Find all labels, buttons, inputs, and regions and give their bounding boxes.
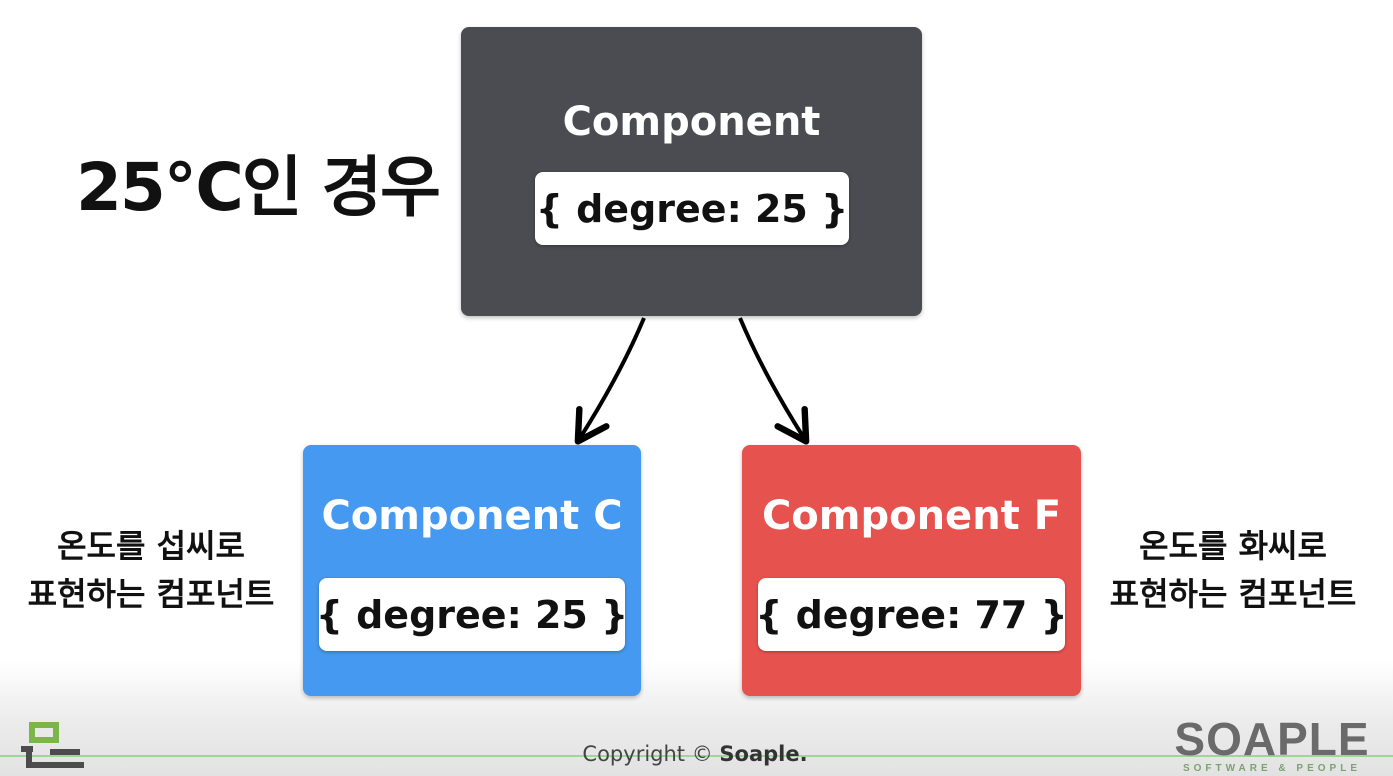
component-c-description: 온도를 섭씨로 표현하는 컴포넌트 (8, 522, 294, 618)
logo-wordmark: SOAPLE (1174, 713, 1370, 765)
soaple-logo: SOAPLE SOFTWARE & PEOPLE (1172, 713, 1372, 774)
component-c-description-line1: 온도를 섭씨로 (57, 527, 245, 565)
parent-component-node: Component { degree: 25 } (461, 27, 922, 316)
logo-tagline: SOFTWARE & PEOPLE (1182, 763, 1361, 774)
parent-component-state: { degree: 25 } (535, 172, 849, 245)
parent-component-title: Component (562, 99, 821, 145)
component-f-description-line2: 표현하는 컴포넌트 (1109, 575, 1357, 613)
arrow-to-component-f (738, 317, 810, 445)
component-c-node: Component C { degree: 25 } (303, 445, 641, 696)
component-c-description-line2: 표현하는 컴포넌트 (27, 575, 275, 613)
component-f-state: { degree: 77 } (755, 578, 1068, 651)
footer-divider (0, 755, 1393, 757)
slide-heading: 25℃인 경우 (76, 149, 441, 226)
component-c-state: { degree: 25 } (316, 578, 628, 651)
copyright-notice: Copyright © Soaple. (500, 742, 890, 766)
soaple-mark-icon (21, 722, 84, 768)
component-c-title: Component C (321, 493, 623, 539)
copyright-prefix: Copyright © (582, 742, 720, 766)
arrow-to-component-c (574, 317, 646, 445)
copyright-brand: Soaple. (719, 742, 808, 766)
component-f-node: Component F { degree: 77 } (742, 445, 1081, 696)
component-f-description: 온도를 화씨로 표현하는 컴포넌트 (1090, 522, 1376, 618)
component-f-title: Component F (761, 493, 1062, 539)
component-f-description-line1: 온도를 화씨로 (1139, 527, 1327, 565)
